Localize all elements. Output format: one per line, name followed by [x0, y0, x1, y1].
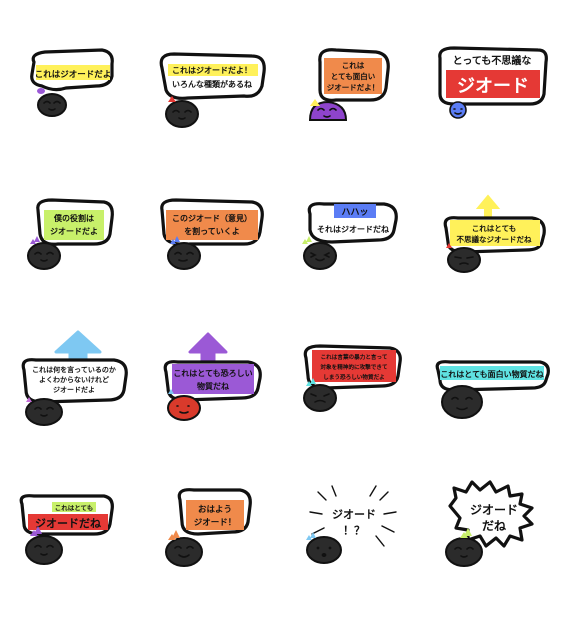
sticker-5-art: 僕の役割は ジオードだよ — [27, 198, 114, 270]
sticker-12-line-1: これはとても面白い物質だね — [440, 369, 543, 379]
sticker-1-line-1: これはジオードだよ — [35, 70, 112, 80]
sticker-2-art: これはジオードだよ！ いろんな種類があるね — [159, 52, 266, 128]
sticker-2-line-1: これはジオードだよ！ — [172, 66, 252, 75]
surprise-lines-icon — [309, 485, 397, 547]
sticker-11-art: これは言葉の暴力と言って 対象を精神的に攻撃できて しまう恐ろしい物質だよ — [303, 344, 402, 412]
gem-icon — [37, 88, 45, 94]
sticker-11-line-2: 対象を精神的に攻撃できて — [319, 363, 388, 371]
sticker-5-line-2: ジオードだよ — [50, 227, 98, 236]
sticker-6-art: このジオード（意見） を割っていくよ — [160, 198, 264, 270]
sticker-9-art: これは何を言っているのか よくわからないけれど ジオードだよ — [21, 330, 128, 426]
sticker-14[interactable]: おはよう ジオード！ — [140, 470, 280, 620]
sticker-16-line-1: ジオード — [470, 503, 518, 517]
sticker-15-line-1: ジオード — [332, 508, 376, 521]
sticker-9[interactable]: これは何を言っているのか よくわからないけれど ジオードだよ — [0, 328, 140, 478]
sticker-10-art: これはとても恐ろしい 物質だね — [163, 332, 262, 421]
sticker-3-line-3: ジオードだよ！ — [327, 83, 380, 92]
gem-icon — [168, 96, 176, 102]
sticker-1-art: これはジオードだよ — [30, 48, 114, 117]
gem-icon — [460, 528, 472, 538]
sticker-13[interactable]: これはとても ジオードだね — [0, 470, 140, 620]
sticker-5[interactable]: 僕の役割は ジオードだよ — [0, 190, 140, 340]
sticker-12-art: これはとても面白い物質だね — [435, 360, 550, 419]
gem-icon — [168, 389, 174, 394]
gem-icon — [310, 99, 320, 106]
sticker-11-line-1: これは言葉の暴力と言って — [321, 353, 388, 361]
sticker-16-line-2: だね — [482, 519, 506, 533]
sticker-3-line-2: とても面白い — [331, 71, 376, 81]
sticker-15[interactable]: ジオード ！？ — [280, 470, 420, 620]
sticker-10[interactable]: これはとても恐ろしい 物質だね — [140, 328, 280, 478]
sticker-7[interactable]: ハハッ それはジオードだね — [280, 190, 420, 340]
sticker-4-art: とっても不思議な ジオード — [438, 46, 548, 119]
gem-icon — [26, 397, 32, 402]
sticker-7-line-1: ハハッ — [341, 208, 368, 218]
sticker-15-art: ジオード ！？ — [306, 485, 397, 564]
gem-icon — [30, 526, 42, 536]
gem-icon — [306, 532, 316, 540]
gem-icon — [446, 243, 452, 248]
gem-icon — [302, 236, 312, 244]
sticker-13-art: これはとても ジオードだね — [19, 494, 114, 565]
sticker-1[interactable]: これはジオードだよ — [0, 40, 140, 190]
sticker-9-line-1: これは何を言っているのか — [32, 365, 116, 374]
sticker-4[interactable]: とっても不思議な ジオード — [420, 40, 560, 190]
sticker-15-line-2: ！？ — [343, 524, 365, 537]
sticker-16[interactable]: ジオード だね — [420, 470, 560, 620]
sticker-6[interactable]: このジオード（意見） を割っていくよ — [140, 190, 280, 340]
sticker-3[interactable]: これは とても面白い ジオードだよ！ — [280, 40, 420, 190]
sticker-3-line-1: これは — [342, 61, 365, 70]
gem-icon — [30, 236, 40, 244]
sticker-5-line-1: 僕の役割は — [53, 213, 94, 223]
sticker-10-line-1: これはとても恐ろしい — [173, 369, 252, 378]
sticker-8-line-1: これはとても — [472, 224, 516, 233]
sticker-13-line-2: ジオードだね — [35, 517, 101, 530]
sticker-8[interactable]: これはとても 不思議なジオードだね — [420, 190, 560, 340]
sticker-3-art: これは とても面白い ジオードだよ！ — [308, 48, 390, 121]
sticker-6-line-1: このジオード（意見） — [172, 213, 252, 223]
sticker-14-line-2: ジオード！ — [194, 518, 237, 528]
gem-icon — [306, 378, 316, 386]
sticker-14-line-1: おはよう — [198, 505, 232, 515]
sticker-14-art: おはよう ジオード！ — [165, 488, 252, 567]
sticker-7-line-2: それはジオードだね — [317, 225, 389, 234]
sticker-4-line-2: ジオード — [457, 76, 529, 97]
sticker-8-art: これはとても 不思議なジオードだね — [443, 194, 546, 273]
sticker-6-line-2: を割っていくよ — [184, 226, 240, 236]
sticker-16-art: ジオード だね — [445, 480, 534, 567]
sticker-8-line-2: 不思議なジオードだね — [457, 234, 532, 244]
sticker-11[interactable]: これは言葉の暴力と言って 対象を精神的に攻撃できて しまう恐ろしい物質だよ — [280, 328, 420, 478]
sticker-9-line-2: よくわからないけれど — [39, 375, 109, 384]
sticker-4-line-1: とっても不思議な — [453, 54, 532, 67]
sticker-7-art: ハハッ それはジオードだね — [302, 202, 398, 270]
sticker-grid: これはジオードだよ これはジオードだよ！ いろんな種類があるね これは とても面… — [0, 40, 560, 567]
sticker-11-line-3: しまう恐ろしい物質だよ — [323, 373, 385, 381]
gem-icon — [168, 530, 180, 540]
sticker-2-line-2: いろんな種類があるね — [172, 79, 252, 89]
sticker-9-line-3: ジオードだよ — [53, 386, 95, 394]
sticker-12[interactable]: これはとても面白い物質だね — [420, 328, 560, 478]
sticker-2[interactable]: これはジオードだよ！ いろんな種類があるね — [140, 40, 280, 190]
sticker-13-line-1: これはとても — [55, 504, 93, 512]
gem-icon — [170, 236, 180, 244]
sticker-10-line-2: 物質だね — [197, 381, 229, 391]
